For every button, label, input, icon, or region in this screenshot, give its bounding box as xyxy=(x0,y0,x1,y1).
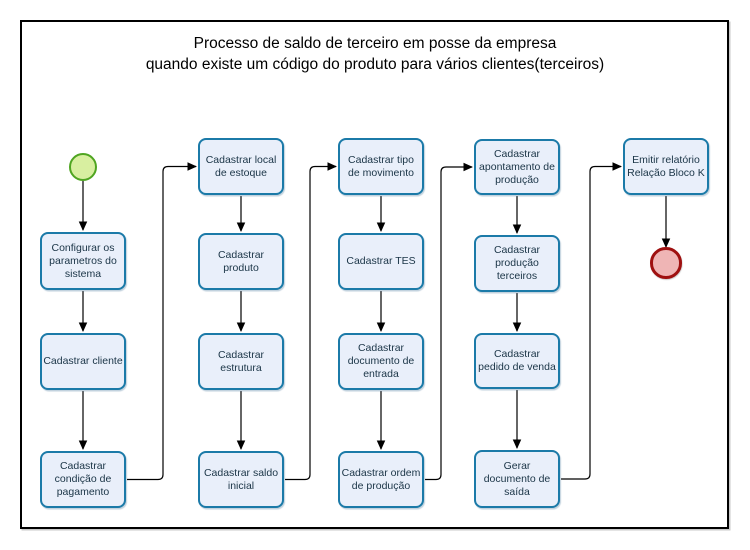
flow-node-label: Cadastrar pedido de venda xyxy=(478,348,556,373)
flow-node-n12: Cadastrar apontamento de produção xyxy=(474,139,560,195)
diagram-frame xyxy=(20,20,729,529)
flow-node-label: Cadastrar condição de pagamento xyxy=(54,460,112,498)
flow-node-n13: Cadastrar produção terceiros xyxy=(474,235,560,292)
flow-node-label: Cadastrar produto xyxy=(217,248,265,274)
flow-node-n15: Gerar documento de saída xyxy=(474,450,560,508)
flow-node-n3: Cadastrar condição de pagamento xyxy=(40,451,126,508)
flow-node-label: Cadastrar TES xyxy=(346,255,416,267)
flow-node-label: Cadastrar cliente xyxy=(43,355,123,367)
flow-node-n8: Cadastrar tipo de movimento xyxy=(338,138,424,195)
connector-n3-to-n4 xyxy=(127,162,197,481)
end-event-circle xyxy=(650,247,682,279)
flow-node-n1: Configurar os parametros do sistema xyxy=(40,232,126,290)
flow-node-label: Cadastrar saldo inicial xyxy=(203,466,279,492)
flow-node-n4: Cadastrar local de estoque xyxy=(198,138,284,195)
diagram-title-line1: Processo de saldo de terceiro em posse d… xyxy=(193,35,557,52)
flow-node-n11: Cadastrar ordem de produção xyxy=(338,451,424,508)
flow-node-label: Cadastrar apontamento de produção xyxy=(479,147,555,186)
start-event-circle xyxy=(68,152,98,182)
flow-node-n9: Cadastrar TES xyxy=(338,233,424,290)
flow-node-n10: Cadastrar documento de entrada xyxy=(338,333,424,390)
flow-node-n6: Cadastrar estrutura xyxy=(198,333,284,390)
flow-node-label: Cadastrar local de estoque xyxy=(205,153,277,179)
diagram-title: Processo de saldo de terceiro em posse d… xyxy=(0,33,750,75)
flow-node-label: Cadastrar ordem de produção xyxy=(341,466,421,492)
connector-n7-to-n8 xyxy=(285,162,337,481)
flow-node-label: Cadastrar produção terceiros xyxy=(493,244,541,282)
diagram-title-line2: quando existe um código do produto para … xyxy=(145,56,605,73)
flow-node-label: Cadastrar documento de entrada xyxy=(347,342,415,380)
flow-node-label: Configurar os parametros do sistema xyxy=(49,241,117,280)
flow-node-label: Emitir relatório Relação Bloco K xyxy=(627,153,705,179)
flow-node-n14: Cadastrar pedido de venda xyxy=(474,333,560,389)
flow-node-n7: Cadastrar saldo inicial xyxy=(198,451,284,508)
flow-node-label: Cadastrar tipo de movimento xyxy=(348,153,414,179)
flow-node-n2: Cadastrar cliente xyxy=(40,333,126,390)
flow-node-label: Cadastrar estrutura xyxy=(217,348,265,374)
flow-node-n5: Cadastrar produto xyxy=(198,233,284,290)
connector-n11-to-n12 xyxy=(425,162,473,481)
flow-node-label: Gerar documento de saída xyxy=(483,459,551,498)
flow-node-n16: Emitir relatório Relação Bloco K xyxy=(623,138,709,195)
connector-n15-to-n16 xyxy=(561,162,622,480)
